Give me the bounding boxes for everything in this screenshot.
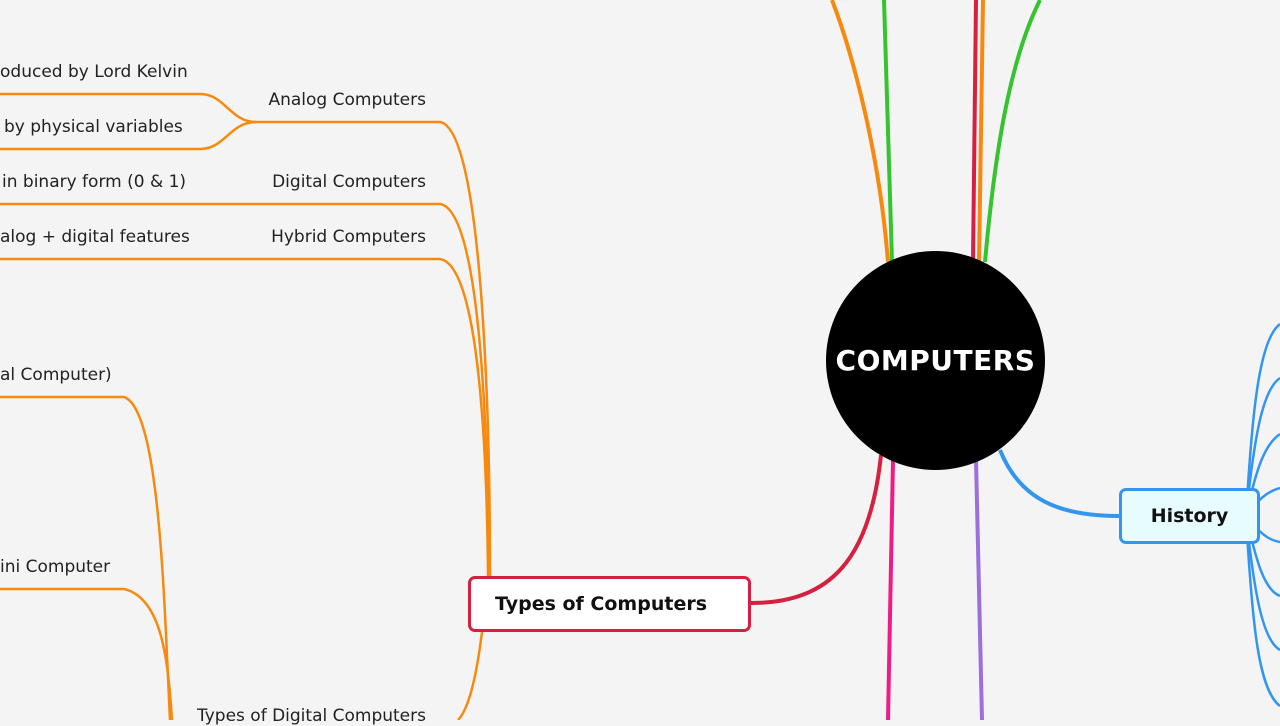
detail-mini-computer[interactable]: ini Computer [0,557,111,577]
topic-history[interactable]: History [1119,488,1260,544]
root-node-computers[interactable]: COMPUTERS [826,251,1045,470]
detail-digital-binary[interactable]: in binary form (0 & 1) [2,172,187,192]
topic-types-of-computers[interactable]: Types of Computers [468,576,751,632]
node-digital-computers[interactable]: Digital Computers [272,172,426,192]
node-analog-computers[interactable]: Analog Computers [268,90,426,110]
node-hybrid-computers[interactable]: Hybrid Computers [271,227,426,247]
detail-personal-computer[interactable]: al Computer) [0,365,112,385]
detail-hybrid-features[interactable]: alog + digital features [0,227,190,247]
detail-analog-kelvin[interactable]: oduced by Lord Kelvin [0,62,188,82]
detail-analog-physical[interactable]: by physical variables [4,117,183,137]
node-types-of-digital-computers[interactable]: Types of Digital Computers [196,706,426,726]
